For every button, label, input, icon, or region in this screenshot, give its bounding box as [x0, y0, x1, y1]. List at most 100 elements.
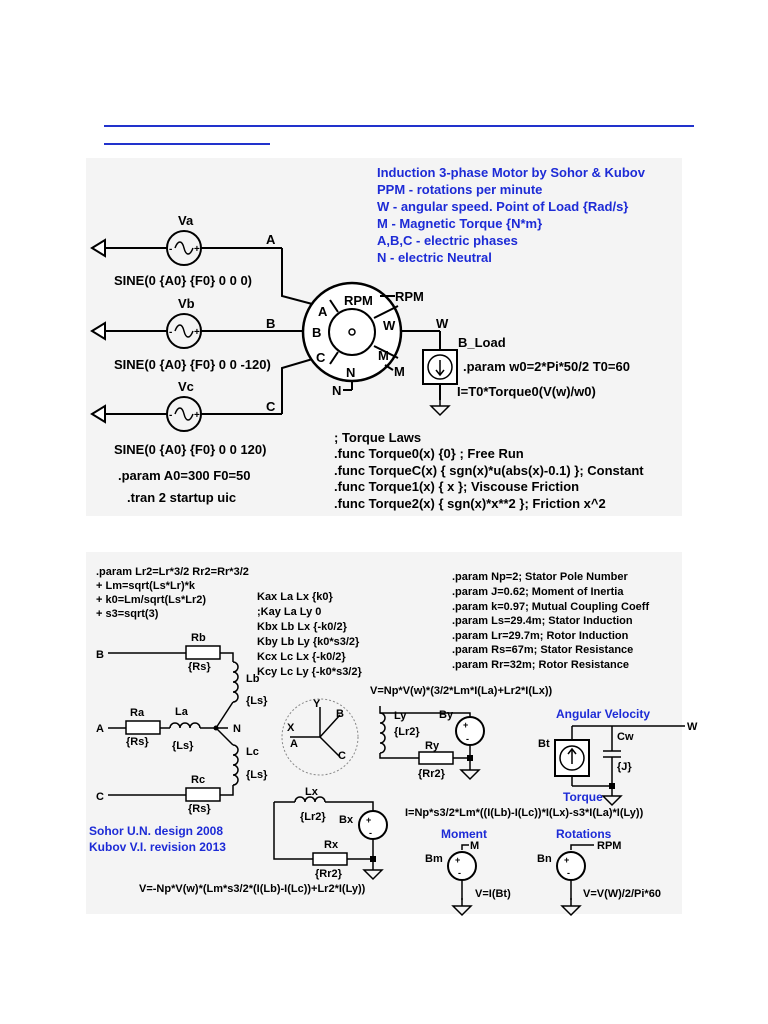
rotor-x-expr: V=-Np*V(w)*(Lm*s3/2*(I(Lb)-I(Lc))+Lr2*I(… [139, 883, 366, 895]
w-label: W [436, 316, 449, 331]
node-n: N [233, 723, 241, 735]
svg-text:.param Np=2; Stator Pole Numbe: .param Np=2; Stator Pole Number [452, 571, 628, 583]
svg-text:Kubov V.I. revision 2013: Kubov V.I. revision 2013 [89, 840, 226, 854]
node-a: A [96, 723, 104, 735]
source-va[interactable]: Va A SINE(0 {A0} {F0} 0 0 0) [90, 213, 282, 288]
svg-text:+: + [366, 815, 371, 825]
source-name: Vc [178, 379, 194, 394]
moment-title: Moment [441, 827, 487, 841]
svg-text:B: B [336, 708, 344, 720]
ry-label: Ry [425, 740, 440, 752]
motor-symbol[interactable]: RPM A B C W M N [301, 281, 403, 383]
motor-pin-a: A [318, 304, 328, 319]
svg-text:Kcy Lc Ly {-k0*s3/2}: Kcy Lc Ly {-k0*s3/2} [257, 666, 362, 678]
source-vb[interactable]: Vb B SINE(0 {A0} {F0} 0 0 -120) [90, 296, 305, 372]
svg-text:; Torque Laws: ; Torque Laws [334, 430, 421, 445]
motor-pin-b: B [312, 325, 321, 340]
svg-text:+: + [455, 855, 460, 865]
ry-value: {Rr2} [418, 768, 446, 780]
svg-text:+ s3=sqrt(3): + s3=sqrt(3) [96, 608, 159, 620]
load-expr: I=T0*Torque0(V(w)/w0) [457, 384, 596, 399]
axis-diagram: Y X A B C [281, 698, 359, 776]
header-link-line-2[interactable] [104, 143, 270, 145]
cw-label: Cw [617, 731, 634, 743]
svg-text:X: X [287, 722, 295, 734]
moment-node: M [470, 840, 479, 852]
svg-text:+ Lm=sqrt(Ls*Lr)*k: + Lm=sqrt(Ls*Lr)*k [96, 580, 196, 592]
ly-label: Ly [394, 710, 407, 722]
svg-text:-: - [567, 868, 570, 878]
title-line: PPM - rotations per minute [377, 182, 542, 197]
torque-expr: I=Np*s3/2*Lm*((I(Lb)-I(Lc))*I(Lx)-s3*I(L… [405, 807, 644, 819]
phase-label: A [266, 232, 276, 247]
lx-value: {Lr2} [300, 811, 326, 823]
rc-label: Rc [191, 774, 205, 786]
svg-text:A: A [290, 738, 298, 750]
header-link-line-1[interactable] [104, 125, 694, 127]
svg-text:Kcx Lc Lx {-k0/2}: Kcx Lc Lx {-k0/2} [257, 651, 346, 663]
rotor-y-expr: V=Np*V(w)*(3/2*Lm*I(La)+Lr2*I(Lx)) [370, 685, 552, 697]
source-spec: SINE(0 {A0} {F0} 0 0 120) [114, 442, 266, 457]
svg-text:+: + [463, 720, 468, 730]
credits: Sohor U.N. design 2008 Kubov V.I. revisi… [89, 824, 226, 854]
moment-expr: V=I(Bt) [475, 888, 511, 900]
svg-text:Kbx Lb Lx {-k0/2}: Kbx Lb Lx {-k0/2} [257, 621, 348, 633]
title-line: N - electric Neutral [377, 250, 492, 265]
lc-label: Lc [246, 746, 259, 758]
svg-text:.param Rr=32m; Rotor Resistanc: .param Rr=32m; Rotor Resistance [452, 659, 629, 671]
rpm-label: RPM [395, 289, 424, 304]
j-label: {J} [617, 761, 632, 773]
moment-block[interactable]: Moment M + - Bm V=I(Bt) [425, 827, 511, 916]
rb-label: Rb [191, 632, 206, 644]
motor-pin-n: N [346, 365, 355, 380]
motor-pin-c: C [316, 350, 326, 365]
source-vc[interactable]: Vc C SINE(0 {A0} {F0} 0 0 120) [90, 379, 282, 457]
phase-label: C [266, 399, 276, 414]
svg-text:C: C [338, 750, 346, 762]
angular-velocity-block[interactable]: Angular Velocity W Bt Cw {J} Torque I=Np… [405, 707, 698, 819]
lx-label: Lx [305, 786, 319, 798]
svg-text:.param J=0.62; Moment of Inert: .param J=0.62; Moment of Inertia [452, 586, 624, 598]
svg-text:.tran 2 startup uic: .tran 2 startup uic [127, 490, 236, 505]
rotor-x-loop[interactable]: + - Lx {Lr2} Bx Rx {Rr2} V=-Np*V(w)*(Lm*… [139, 786, 388, 895]
la-label: La [175, 706, 189, 718]
svg-text:.param Rs=67m; Stator Resistan: .param Rs=67m; Stator Resistance [452, 644, 633, 656]
bottom-schematic-panel [86, 552, 682, 914]
rx-value: {Rr2} [315, 868, 343, 880]
title-line: M - Magnetic Torque {N*m} [377, 216, 542, 231]
source-spec: SINE(0 {A0} {F0} 0 0 0) [114, 273, 252, 288]
angular-title: Angular Velocity [556, 707, 650, 721]
rotations-expr: V=V(W)/2/Pi*60 [583, 888, 661, 900]
svg-text:+: + [564, 855, 569, 865]
ra-label: Ra [130, 707, 145, 719]
svg-text:Y: Y [313, 698, 321, 710]
svg-text:-: - [369, 828, 372, 838]
title-line: Induction 3-phase Motor by Sohor & Kubov [377, 165, 646, 180]
svg-text:.param k=0.97; Mutual Coupling: .param k=0.97; Mutual Coupling Coeff [452, 601, 649, 613]
svg-text:;Kay La Ly 0: ;Kay La Ly 0 [257, 606, 321, 618]
right-params: .param Np=2; Stator Pole Number .param J… [452, 571, 649, 671]
load-param: .param w0=2*Pi*50/2 T0=60 [463, 359, 630, 374]
rotations-title: Rotations [556, 827, 612, 841]
ra-value: {Rs} [126, 736, 149, 748]
coupling-list: Kax La Lx {k0} ;Kay La Ly 0 Kbx Lb Lx {-… [257, 591, 362, 678]
load-current-source[interactable]: B_Load .param w0=2*Pi*50/2 T0=60 I=T0*To… [422, 331, 630, 416]
lc-value: {Ls} [246, 769, 268, 781]
motor-pin-w: W [383, 318, 396, 333]
sim-params: .param A0=300 F0=50 .tran 2 startup uic [118, 468, 251, 505]
svg-text:.param Ls=29.4m; Stator Induct: .param Ls=29.4m; Stator Induction [452, 615, 633, 627]
title-line: W - angular speed. Point of Load {Rad/s} [377, 199, 628, 214]
rotor-y-loop[interactable]: V=Np*V(w)*(3/2*Lm*I(La)+Lr2*I(Lx)) + - L… [370, 685, 552, 780]
la-value: {Ls} [172, 740, 194, 752]
by-label: By [439, 709, 454, 721]
svg-text:-: - [458, 868, 461, 878]
bt-label: Bt [538, 738, 550, 750]
stator-network[interactable]: B A C N Rb {Rs} Ra {Rs} La {Ls} Rc {Rs} … [96, 632, 268, 815]
svg-text:.param Lr=29.7m; Rotor Inducti: .param Lr=29.7m; Rotor Induction [452, 630, 629, 642]
svg-text:.func Torque1(x) { x }; Viscou: .func Torque1(x) { x }; Viscouse Frictio… [334, 479, 579, 494]
rotations-block[interactable]: Rotations RPM + - Bn V=V(W)/2/Pi*60 [537, 827, 661, 916]
svg-text:.func Torque0(x) {0} ; Free Ru: .func Torque0(x) {0} ; Free Run [334, 446, 524, 461]
rb-value: {Rs} [188, 661, 211, 673]
lb-label: Lb [246, 673, 260, 685]
